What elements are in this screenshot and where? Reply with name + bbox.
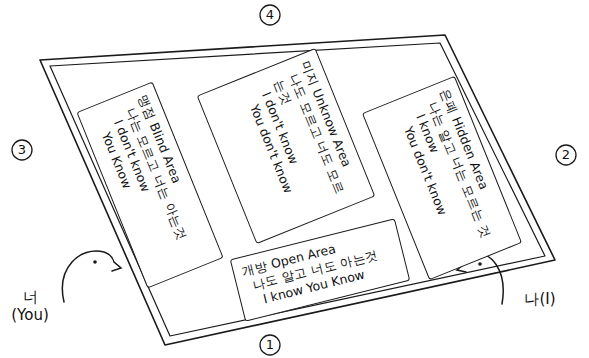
person-label: 너 (You) — [7, 288, 53, 324]
person-eye — [93, 260, 97, 264]
outer-frame — [40, 35, 555, 345]
person-label: 나(I) — [510, 290, 570, 308]
person-eye — [478, 262, 482, 266]
callout-number: 3 — [12, 140, 32, 160]
person-head — [62, 251, 121, 302]
callout-number: 4 — [260, 5, 280, 25]
callout-number: 1 — [260, 335, 280, 355]
callout-number: 2 — [556, 145, 576, 165]
johari-area-box: 맹점 Blind Area나는 모르고 너는 아는것I don't knowYo… — [76, 82, 223, 289]
inner-frame — [50, 43, 545, 336]
johari-area-box: 미지 Unknow Area나도 모르고 너도 모르는것I don't know… — [197, 48, 376, 244]
number-circle — [556, 145, 576, 165]
number-circle — [260, 5, 280, 25]
number-circle — [260, 335, 280, 355]
number-circle — [12, 140, 32, 160]
